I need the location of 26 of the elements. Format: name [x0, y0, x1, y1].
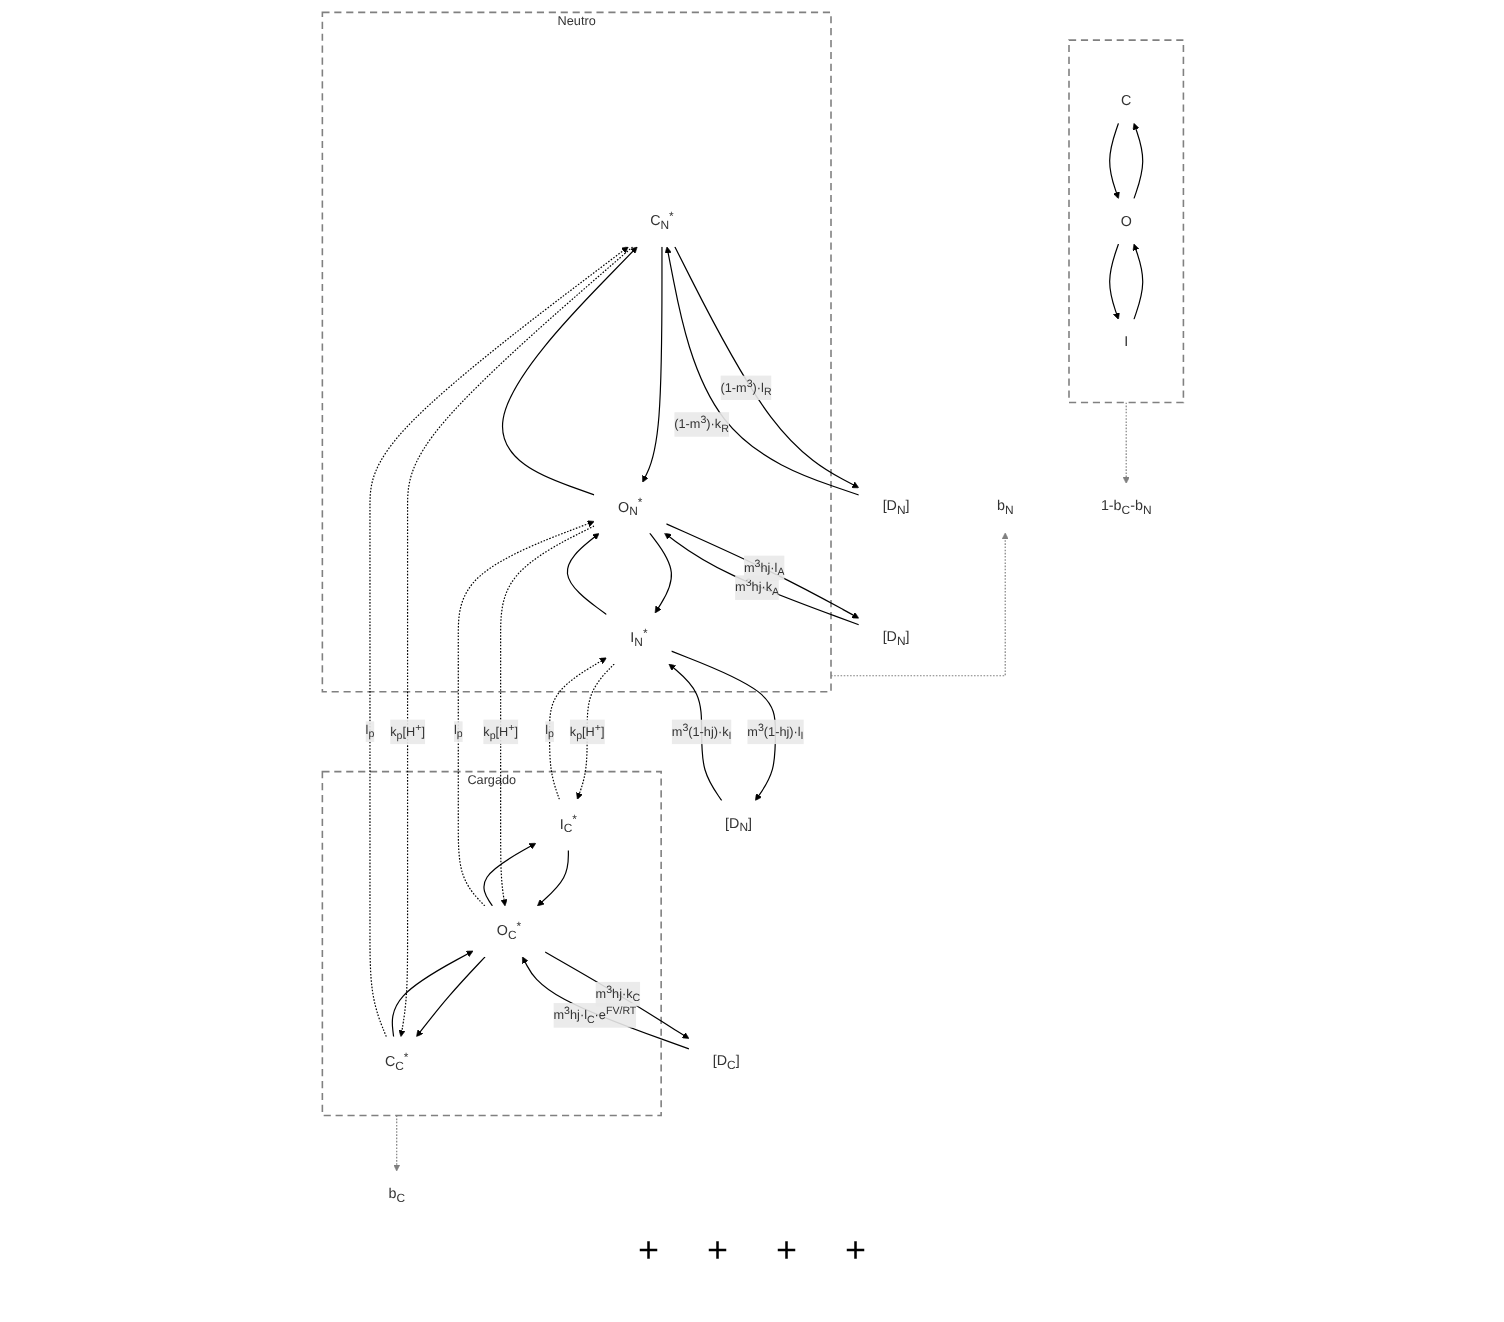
arrow: [575, 662, 614, 799]
arrow: [501, 245, 637, 495]
arrow: [548, 656, 606, 800]
arrow: [648, 531, 672, 613]
arrow: [521, 955, 689, 1049]
cluster: [1067, 38, 1184, 403]
arrow: [1121, 400, 1129, 483]
arrow: [536, 848, 569, 906]
arrow: [392, 1113, 400, 1171]
arrow: [390, 949, 473, 1037]
arrow: [415, 955, 485, 1037]
arrow: [641, 245, 662, 482]
arrow: [565, 531, 607, 615]
arrow: [482, 841, 536, 906]
arrow: [1108, 242, 1119, 319]
plus-sign: +: [845, 1230, 867, 1272]
plus-sign: +: [776, 1230, 798, 1272]
plus-sign: +: [637, 1230, 659, 1272]
arrow: [499, 524, 594, 906]
arrow: [829, 531, 1008, 676]
arrow: [1131, 242, 1143, 320]
arrow: [543, 950, 689, 1038]
arrow: [1131, 121, 1143, 199]
arrow: [456, 519, 594, 906]
arrow: [1108, 121, 1119, 198]
plus-sign: +: [706, 1230, 728, 1272]
